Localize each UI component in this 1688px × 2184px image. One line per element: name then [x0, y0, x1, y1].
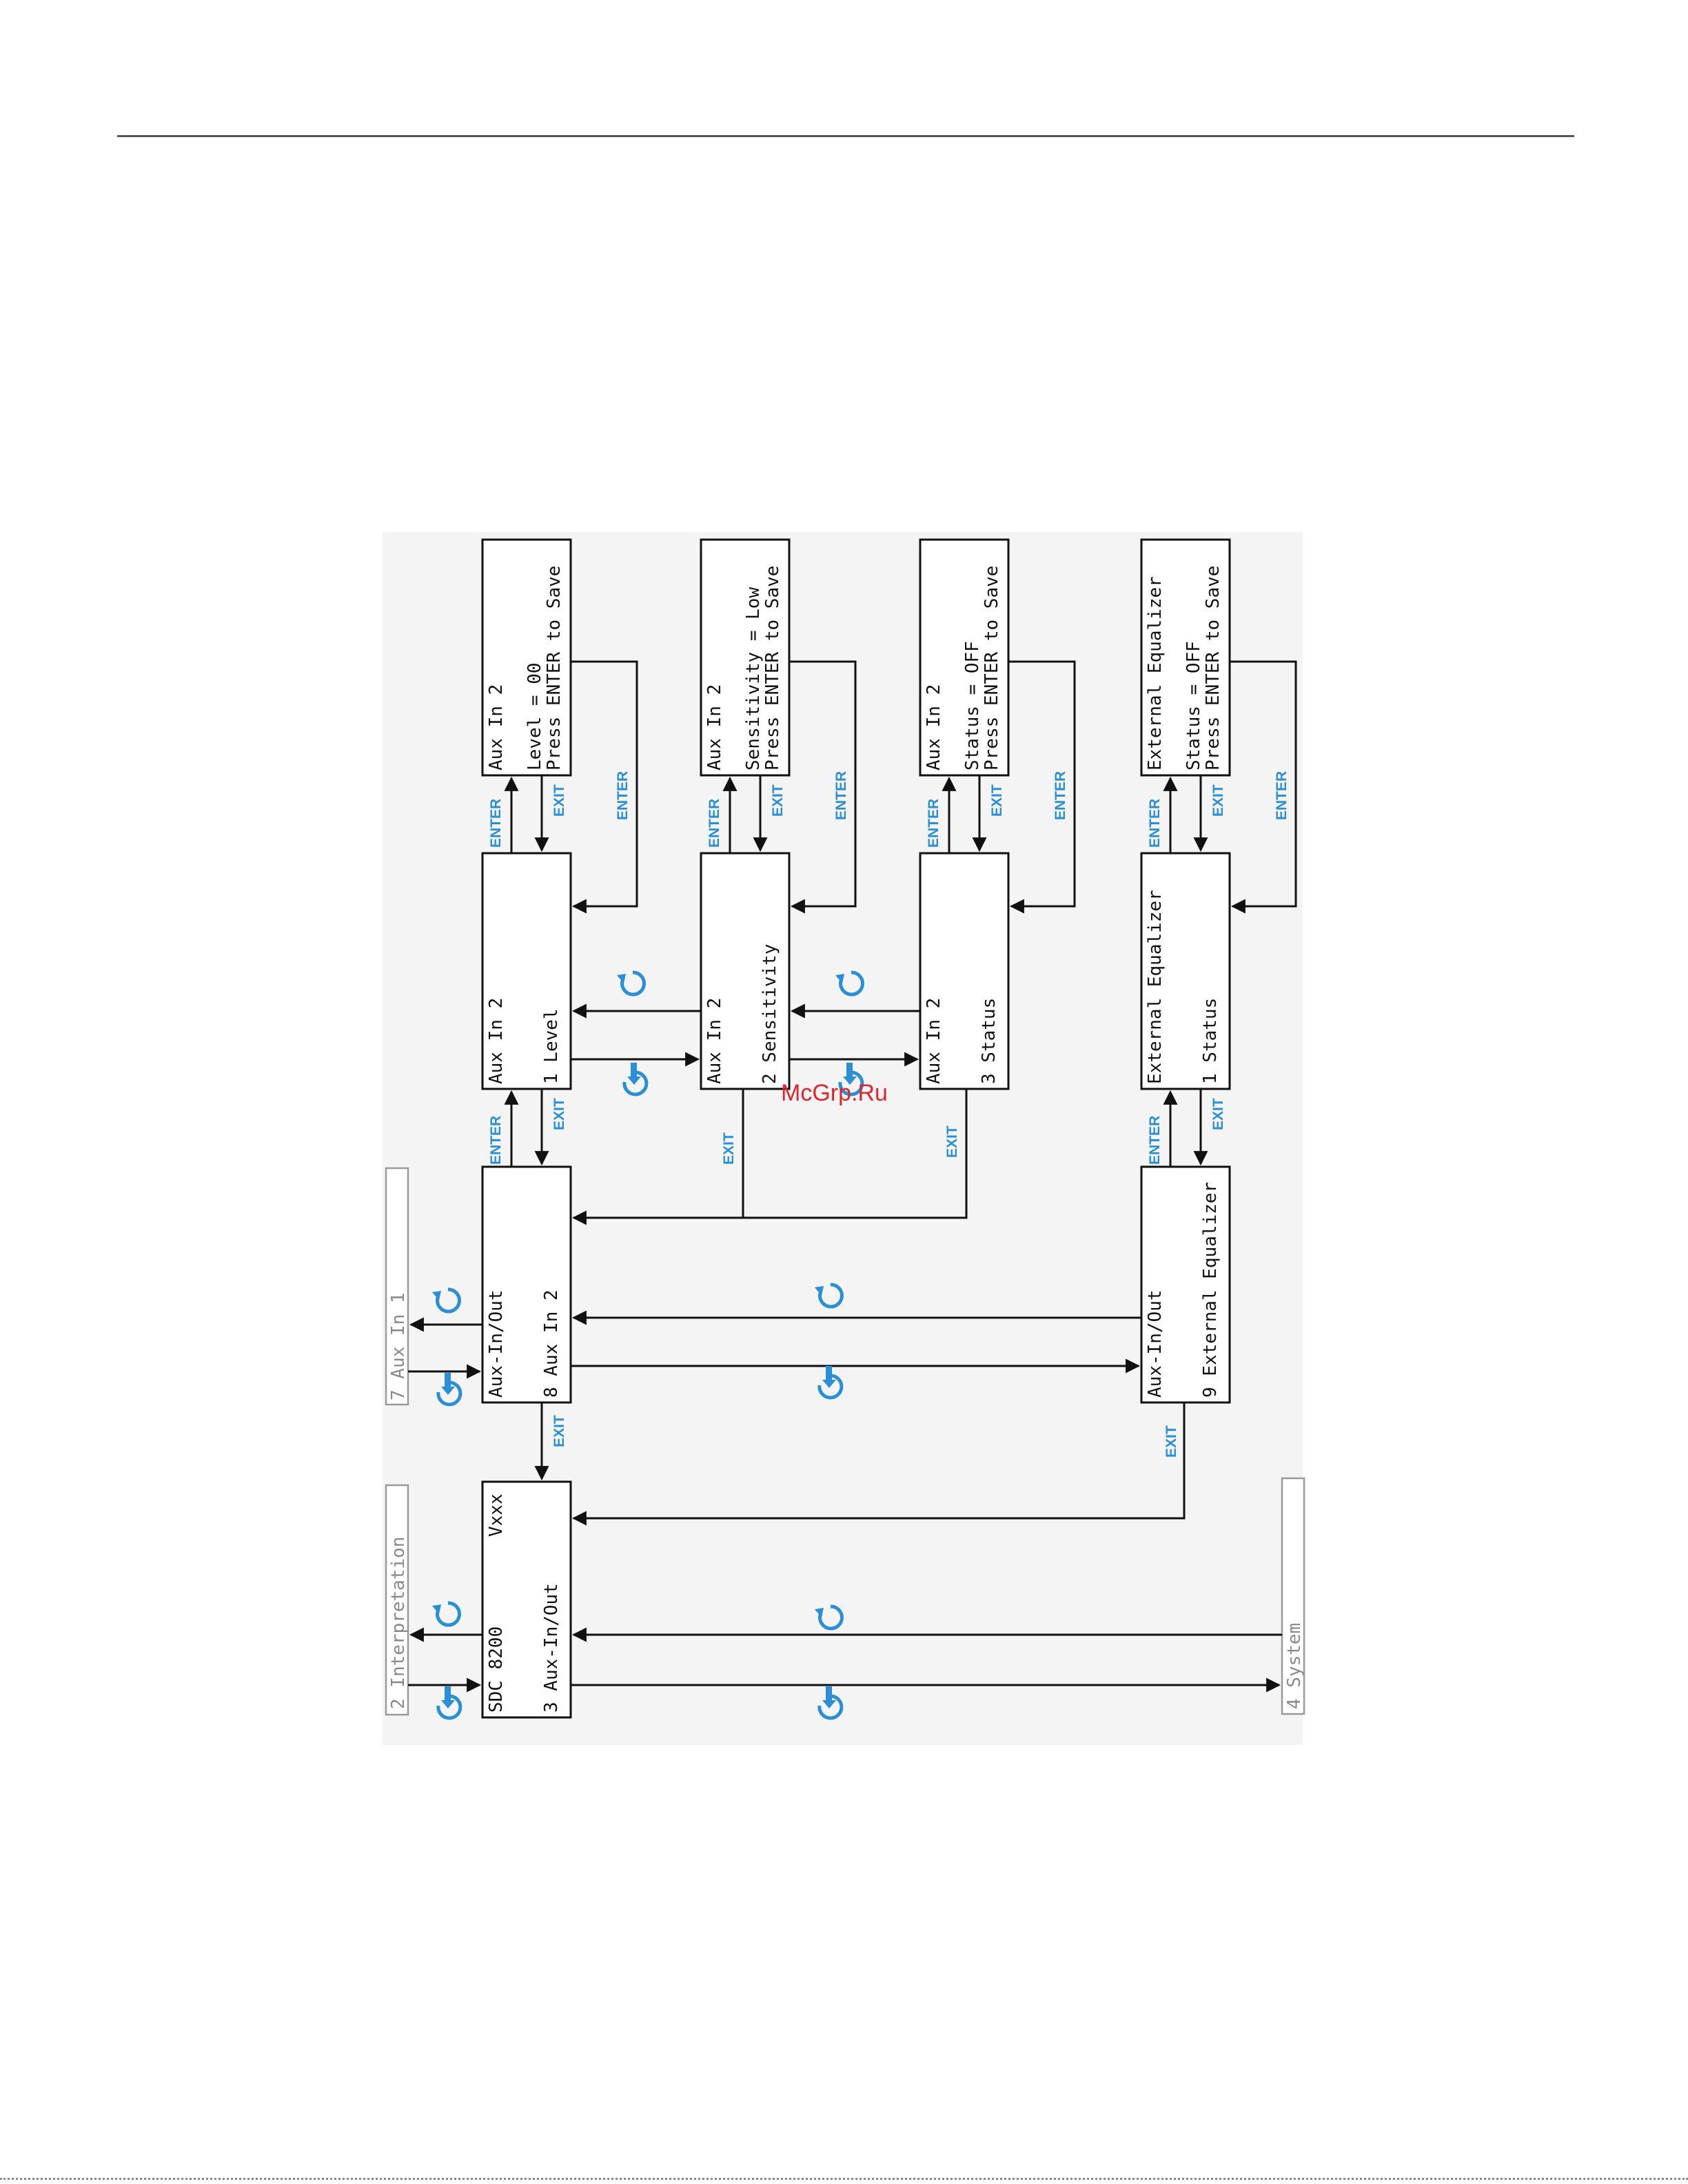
external-equalizer-status-title: External Equalizer [1145, 890, 1166, 1084]
connector-sensitivity-status [789, 1003, 920, 1067]
external-equalizer-edit-hint: Press ENTER to Save [1203, 566, 1223, 770]
enter-label: ENTER [926, 799, 942, 848]
aux-in-2-menu-box[interactable]: Aux-In/Out 8 Aux In 2 [481, 1165, 572, 1404]
status-edit-value: Status = OFF [962, 641, 983, 770]
connector-aux-in-2-to-ext-eq [571, 1310, 1141, 1374]
connector-level-sensitivity [571, 1003, 701, 1067]
up-key-icon [432, 1289, 459, 1312]
status-edit-title: Aux In 2 [924, 684, 944, 770]
external-equalizer-edit-title: External Equalizer [1145, 576, 1166, 770]
up-key-icon [835, 972, 862, 994]
connector-aux-in-2-to-aux-in-1 [408, 1317, 482, 1379]
up-key-icon [617, 972, 644, 994]
sensitivity-edit-box[interactable]: Aux In 2 Sensitivity = Low Press ENTER t… [700, 538, 791, 777]
level-menu-item: 1 Level [541, 1008, 562, 1084]
down-key-icon [624, 1063, 647, 1094]
header-rule [117, 135, 1574, 137]
interpretation-menu-box[interactable]: 2 Interpretation [385, 1484, 409, 1716]
sensitivity-menu-box[interactable]: Aux In 2 2 Sensitivity [700, 852, 791, 1090]
down-key-icon [438, 1373, 460, 1405]
enter-label: ENTER [615, 771, 631, 820]
level-edit-value: Level = 00 [525, 662, 545, 770]
sensitivity-menu-title: Aux In 2 [704, 998, 725, 1084]
enter-label: ENTER [833, 771, 849, 820]
enter-label: ENTER [1274, 771, 1290, 820]
watermark-text: McGrp.Ru [781, 1080, 888, 1106]
external-equalizer-status-menu-box[interactable]: External Equalizer 1 Status [1140, 852, 1231, 1090]
up-key-icon [432, 1603, 459, 1625]
connector-status-edit [942, 660, 1076, 914]
main-menu-title: SDC 8200 [486, 1626, 507, 1713]
external-equalizer-menu-box[interactable]: Aux-In/Out 9 External Equalizer [1140, 1165, 1231, 1404]
system-menu-box[interactable]: 4 System [1281, 1477, 1305, 1715]
connector-aux-in-2-enter-level [504, 1089, 549, 1167]
down-key-icon [820, 1366, 842, 1398]
level-menu-title: Aux In 2 [486, 998, 507, 1084]
exit-label: EXIT [1163, 1425, 1179, 1458]
connector-sub-exit-to-aux-in-2 [571, 1089, 968, 1225]
connector-sensitivity-edit [722, 660, 857, 914]
sensitivity-edit-hint: Press ENTER to Save [762, 566, 783, 770]
external-equalizer-edit-value: Status = OFF [1183, 641, 1204, 770]
enter-label: ENTER [1053, 771, 1068, 820]
enter-label: ENTER [1147, 799, 1163, 848]
status-menu-box[interactable]: Aux In 2 3 Status [919, 852, 1010, 1090]
connector-ext-eq-exit-to-main [571, 1402, 1186, 1526]
exit-label: EXIT [944, 1125, 960, 1158]
enter-label: ENTER [488, 1116, 504, 1165]
status-menu-title: Aux In 2 [924, 998, 944, 1084]
main-menu-version: Vxxx [486, 1493, 507, 1537]
exit-label: EXIT [989, 784, 1005, 817]
sensitivity-edit-title: Aux In 2 [704, 684, 725, 770]
exit-label: EXIT [1210, 1098, 1226, 1130]
enter-label: ENTER [1147, 1116, 1163, 1165]
down-key-icon [438, 1686, 460, 1718]
main-menu-box[interactable]: SDC 8200 Vxxx 3 Aux-In/Out [481, 1480, 572, 1719]
down-key-icon [820, 1686, 842, 1718]
status-menu-item: 3 Status [979, 998, 999, 1084]
up-key-icon [815, 1606, 842, 1629]
main-menu-item: 3 Aux-In/Out [541, 1583, 562, 1713]
exit-label: EXIT [1210, 784, 1226, 817]
up-key-icon [815, 1285, 842, 1307]
sensitivity-edit-value: Sensitivity = Low [743, 587, 764, 770]
status-edit-box[interactable]: Aux In 2 Status = OFF Press ENTER to Sav… [919, 538, 1010, 777]
aux-in-1-menu-box[interactable]: 7 Aux In 1 [385, 1167, 409, 1406]
aux-in-1-label: 7 Aux In 1 [388, 1292, 409, 1400]
external-equalizer-menu-item: 9 External Equalizer [1200, 1182, 1221, 1398]
level-edit-box[interactable]: Aux In 2 Level = 00 Press ENTER to Save [481, 538, 572, 777]
enter-label: ENTER [488, 799, 504, 848]
level-edit-hint: Press ENTER to Save [544, 566, 565, 770]
connector-level-edit [504, 660, 638, 914]
interpretation-label: 2 Interpretation [388, 1537, 409, 1709]
sensitivity-menu-item: 2 Sensitivity [760, 944, 780, 1085]
enter-label: ENTER [706, 799, 722, 848]
exit-label: EXIT [551, 1415, 567, 1447]
level-edit-title: Aux In 2 [486, 684, 507, 770]
level-menu-box[interactable]: Aux In 2 1 Level [481, 852, 572, 1090]
connector-main-to-interpretation [408, 1627, 482, 1693]
connector-ext-eq-edit [1163, 660, 1297, 914]
exit-label: EXIT [551, 1098, 567, 1130]
external-equalizer-menu-title: Aux-In/Out [1145, 1289, 1166, 1398]
aux-in-2-menu-item: 8 Aux In 2 [541, 1289, 562, 1398]
footer-rule [0, 2178, 1688, 2180]
connector-main-to-system [571, 1627, 1282, 1693]
external-equalizer-status-item: 1 Status [1200, 998, 1221, 1084]
exit-label: EXIT [721, 1132, 737, 1165]
aux-in-2-menu-title: Aux-In/Out [486, 1289, 507, 1398]
exit-label: EXIT [551, 784, 567, 817]
exit-label: EXIT [770, 784, 786, 817]
system-label: 4 System [1284, 1623, 1305, 1709]
status-edit-hint: Press ENTER to Save [982, 566, 1002, 770]
connector-ext-eq-enter-status [1163, 1089, 1208, 1167]
external-equalizer-edit-box[interactable]: External Equalizer Status = OFF Press EN… [1140, 538, 1231, 777]
